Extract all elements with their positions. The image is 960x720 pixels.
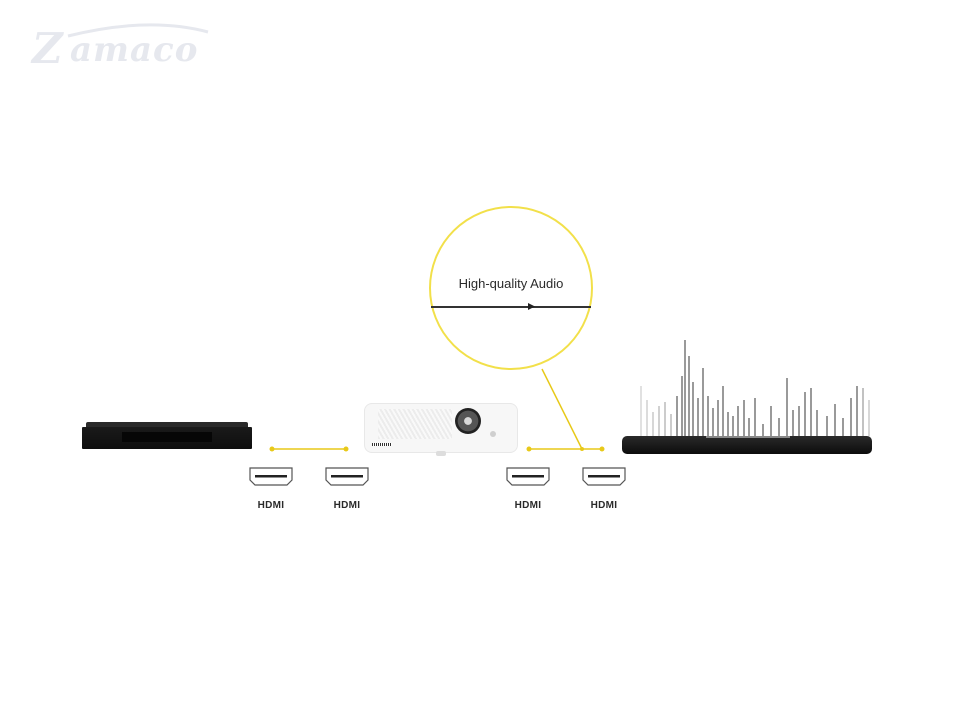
logo-text: amaco <box>70 30 199 70</box>
hdmi-port-icon <box>582 467 626 486</box>
hdmi-port-icon <box>249 467 293 486</box>
hdmi-port-4: HDMI <box>574 467 642 511</box>
arrow-right-icon <box>528 303 535 310</box>
hdmi-port-icon <box>506 467 550 486</box>
hdmi-label: HDMI <box>590 500 618 511</box>
hdmi-label: HDMI <box>257 500 285 511</box>
hdmi-port-icon <box>325 467 369 486</box>
soundbar-waveform <box>636 340 872 436</box>
hdmi-label: HDMI <box>333 500 361 511</box>
signal-line <box>431 306 591 308</box>
audio-callout: High-quality Audio <box>429 206 593 370</box>
hdmi-port-2: HDMI <box>317 467 385 511</box>
blu-ray-player <box>82 422 252 450</box>
projector <box>364 403 518 457</box>
callout-label: High-quality Audio <box>458 276 564 291</box>
hdmi-port-3: HDMI <box>498 467 566 511</box>
logo-mark: Z <box>32 24 63 73</box>
hdmi-label: HDMI <box>514 500 542 511</box>
brand-logo: Z amaco <box>28 14 268 74</box>
projector-lens-icon <box>455 408 481 434</box>
logo-swoosh-icon <box>67 23 209 38</box>
soundbar <box>622 436 872 454</box>
hdmi-port-1: HDMI <box>241 467 309 511</box>
